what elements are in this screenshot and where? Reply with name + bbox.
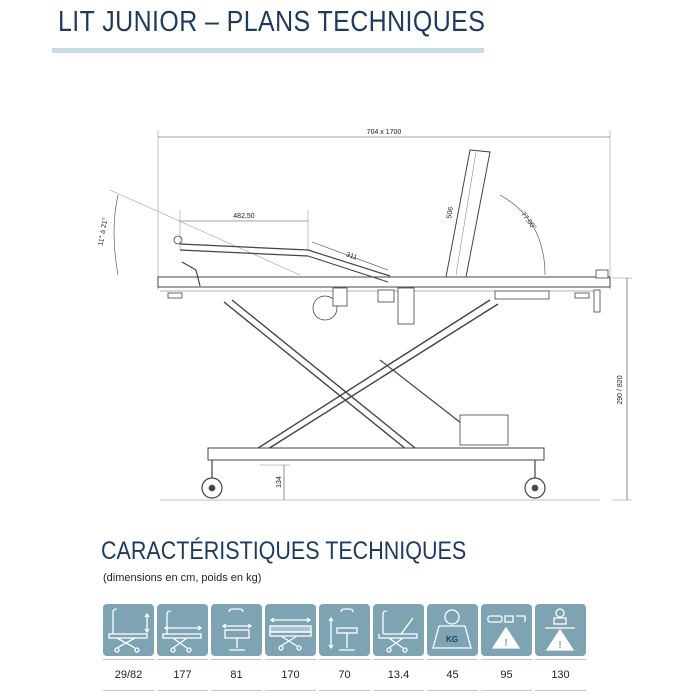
- dim-arm-extension: 311: [345, 252, 358, 262]
- page-title: LIT JUNIOR – PLANS TECHNIQUES: [58, 6, 486, 38]
- load-warning-icon: !: [481, 604, 532, 656]
- svg-text:!: !: [558, 640, 561, 651]
- technical-drawing: 704 x 1700 482,50 311 506 77,00° 11° à 2…: [97, 129, 632, 501]
- dim-height-range: 290 / 820: [617, 375, 624, 404]
- mattress-icon: [265, 604, 316, 656]
- dim-overall: 704 x 1700: [367, 129, 402, 136]
- spec-value: 29/82: [103, 659, 154, 691]
- spec-value-row: 29/82 177 81 170 70 13.4 45 95 130: [103, 659, 586, 691]
- dim-top-arm: 482,50: [233, 213, 255, 220]
- title-underline: [52, 48, 484, 53]
- spec-value: 177: [157, 659, 208, 691]
- spec-subtitle: (dimensions en cm, poids en kg): [103, 572, 262, 584]
- spec-value: 45: [427, 659, 478, 691]
- weight-icon: KG: [427, 604, 478, 656]
- seat-height-icon: [319, 604, 370, 656]
- spec-value: 13.4: [373, 659, 424, 691]
- dim-backrest-angle: 77,00°: [519, 210, 538, 231]
- bed-height-icon: [103, 604, 154, 656]
- spec-icon-row: KG ! !: [103, 604, 586, 656]
- max-user-weight-icon: !: [535, 604, 586, 656]
- bed-width-icon: [211, 604, 262, 656]
- backrest-angle-icon: [373, 604, 424, 656]
- weight-icon-badge: KG: [446, 635, 458, 644]
- spec-value: 170: [265, 659, 316, 691]
- spec-value: 81: [211, 659, 262, 691]
- spec-value: 70: [319, 659, 370, 691]
- dim-clearance: 134: [276, 476, 283, 488]
- dim-backrest: 506: [446, 206, 455, 219]
- spec-value: 95: [481, 659, 532, 691]
- svg-text:!: !: [504, 638, 507, 649]
- spec-value: 130: [535, 659, 586, 691]
- dim-leg-angle: 11° à 21°: [97, 217, 110, 247]
- bed-length-icon: [157, 604, 208, 656]
- spec-title: CARACTÉRISTIQUES TECHNIQUES: [101, 537, 467, 565]
